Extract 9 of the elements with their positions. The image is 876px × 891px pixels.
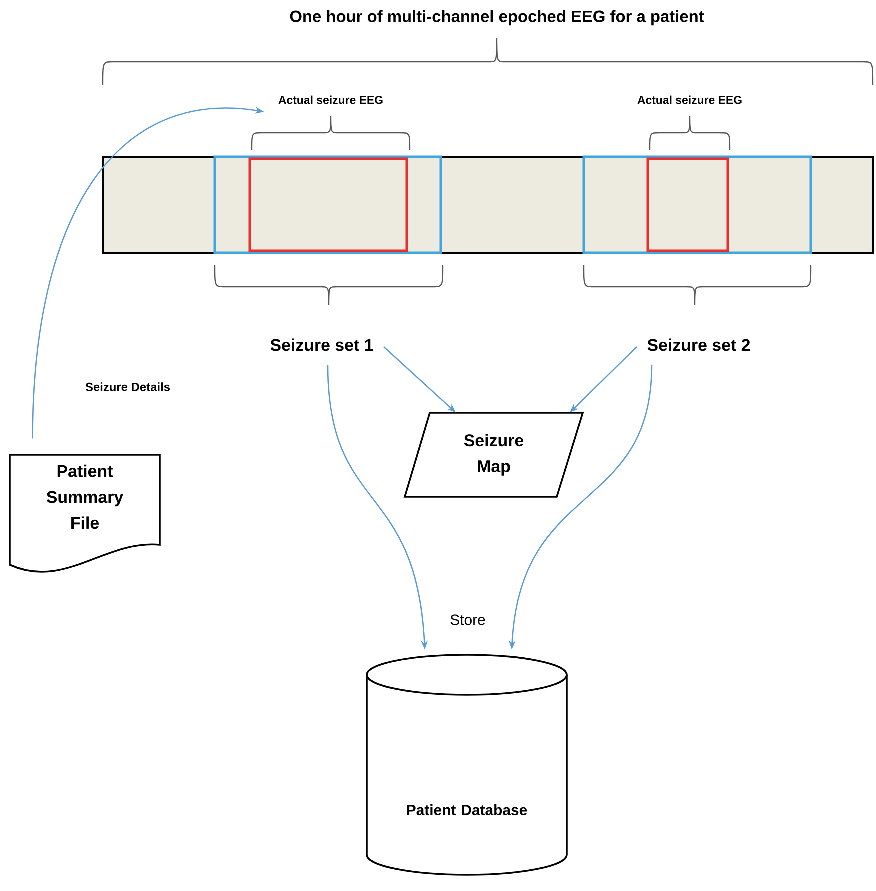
text-label: Store [450,614,486,626]
node-label: Actual seizure EEG [278,96,383,104]
edge-label: Seizure Details [84,382,172,392]
bracket-label: Actual seizure EEG [638,96,742,104]
database-cylinder: Patient Database [366,654,568,876]
bracket-label: One hour of multi-channel epoched EEG for a patient [290,10,704,26]
node-label: Seizure set 1 [270,338,374,352]
node-label: Seizure set 2 [648,338,750,352]
node-label: Patient Database [407,804,528,816]
